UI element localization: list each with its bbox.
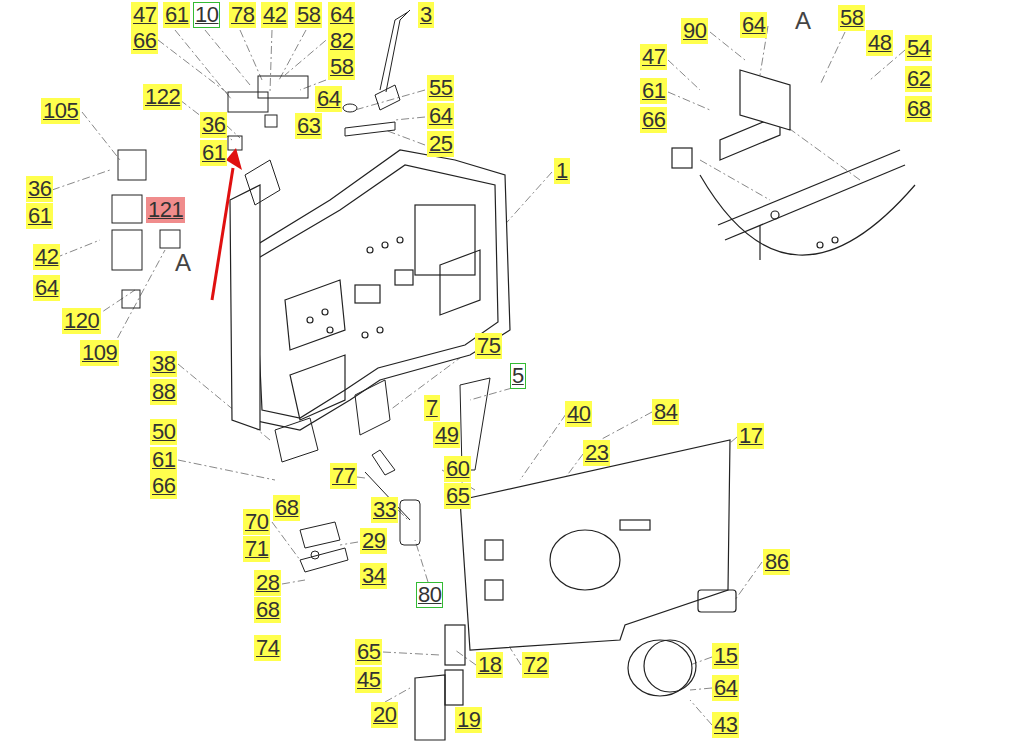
callout-number: 29 [360,528,387,554]
callout-number: 61 [26,203,53,229]
callout-number: 66 [640,107,667,133]
callout-number: 42 [261,2,288,28]
callout-number: 58 [295,2,322,28]
callout-number: A [173,250,193,276]
callout-number: 61 [640,78,667,104]
callout-number: 47 [131,2,158,28]
callout-number: 65 [355,639,382,665]
callout-number: 49 [433,422,460,448]
callout-number: 71 [243,536,270,562]
cover-panel [415,440,736,740]
callout-number: 20 [371,702,398,728]
callout-number: 55 [427,75,454,101]
callout-number: 54 [905,35,932,61]
callout-number: 47 [640,44,667,70]
callout-number: A [793,8,813,34]
callout-number: 74 [254,635,281,661]
callout-number: 61 [150,447,177,473]
callout-number: 58 [838,5,865,31]
callout-number: 88 [150,379,177,405]
callout-number: 19 [455,707,482,733]
callout-number: 34 [360,563,387,589]
callout-number: 64 [427,103,454,129]
leader-lines [52,26,905,725]
red-arrow [212,148,242,300]
callout-number: 121 [146,197,185,223]
callout-number: 23 [583,440,610,466]
callout-number: 18 [476,652,503,678]
callout-number: 68 [273,495,300,521]
callout-number: 82 [328,28,355,54]
callout-number: 50 [150,419,177,445]
callout-number: 66 [150,473,177,499]
callout-number: 64 [33,275,60,301]
callout-number: 17 [737,423,764,449]
callout-number: 68 [905,96,932,122]
callout-number: 5 [510,363,526,389]
callout-number: 86 [763,549,790,575]
callout-number: 80 [416,582,443,608]
callout-number: 1 [554,158,570,184]
callout-number: 61 [163,2,190,28]
callout-number: 64 [740,12,767,38]
callout-number: 122 [143,84,182,110]
callout-number: 90 [681,18,708,44]
callout-number: 33 [371,497,398,523]
callout-number: 64 [712,675,739,701]
callout-number: 45 [355,667,382,693]
callout-number: 84 [652,399,679,425]
callout-number: 42 [33,244,60,270]
callout-number: 109 [80,340,119,366]
callout-number: 7 [424,395,440,421]
callout-number: 10 [193,2,220,28]
callout-number: 60 [444,456,471,482]
callout-number: 3 [418,2,434,28]
callout-number: 38 [150,351,177,377]
callout-number: 43 [712,712,739,738]
callout-number: 105 [41,98,80,124]
callout-number: 78 [229,2,256,28]
callout-number: 58 [328,54,355,80]
callout-number: 61 [200,140,227,166]
callout-number: 15 [712,643,739,669]
callout-number: 66 [131,28,158,54]
callout-number: 28 [254,570,281,596]
callout-number: 63 [295,113,322,139]
callout-number: 70 [243,509,270,535]
callout-number: 75 [475,333,502,359]
callout-number: 68 [254,597,281,623]
components [112,10,490,572]
callout-number: 25 [427,131,454,157]
detail-a-view [672,70,915,260]
callout-number: 40 [565,401,592,427]
callout-number: 64 [328,2,355,28]
callout-number: 48 [866,30,893,56]
callout-number: 72 [522,652,549,678]
callout-number: 65 [444,483,471,509]
callout-number: 64 [315,86,342,112]
callout-number: 62 [905,66,932,92]
callout-number: 36 [200,112,227,138]
callout-number: 77 [330,463,357,489]
callout-number: 120 [62,308,101,334]
callout-number: 36 [26,176,53,202]
